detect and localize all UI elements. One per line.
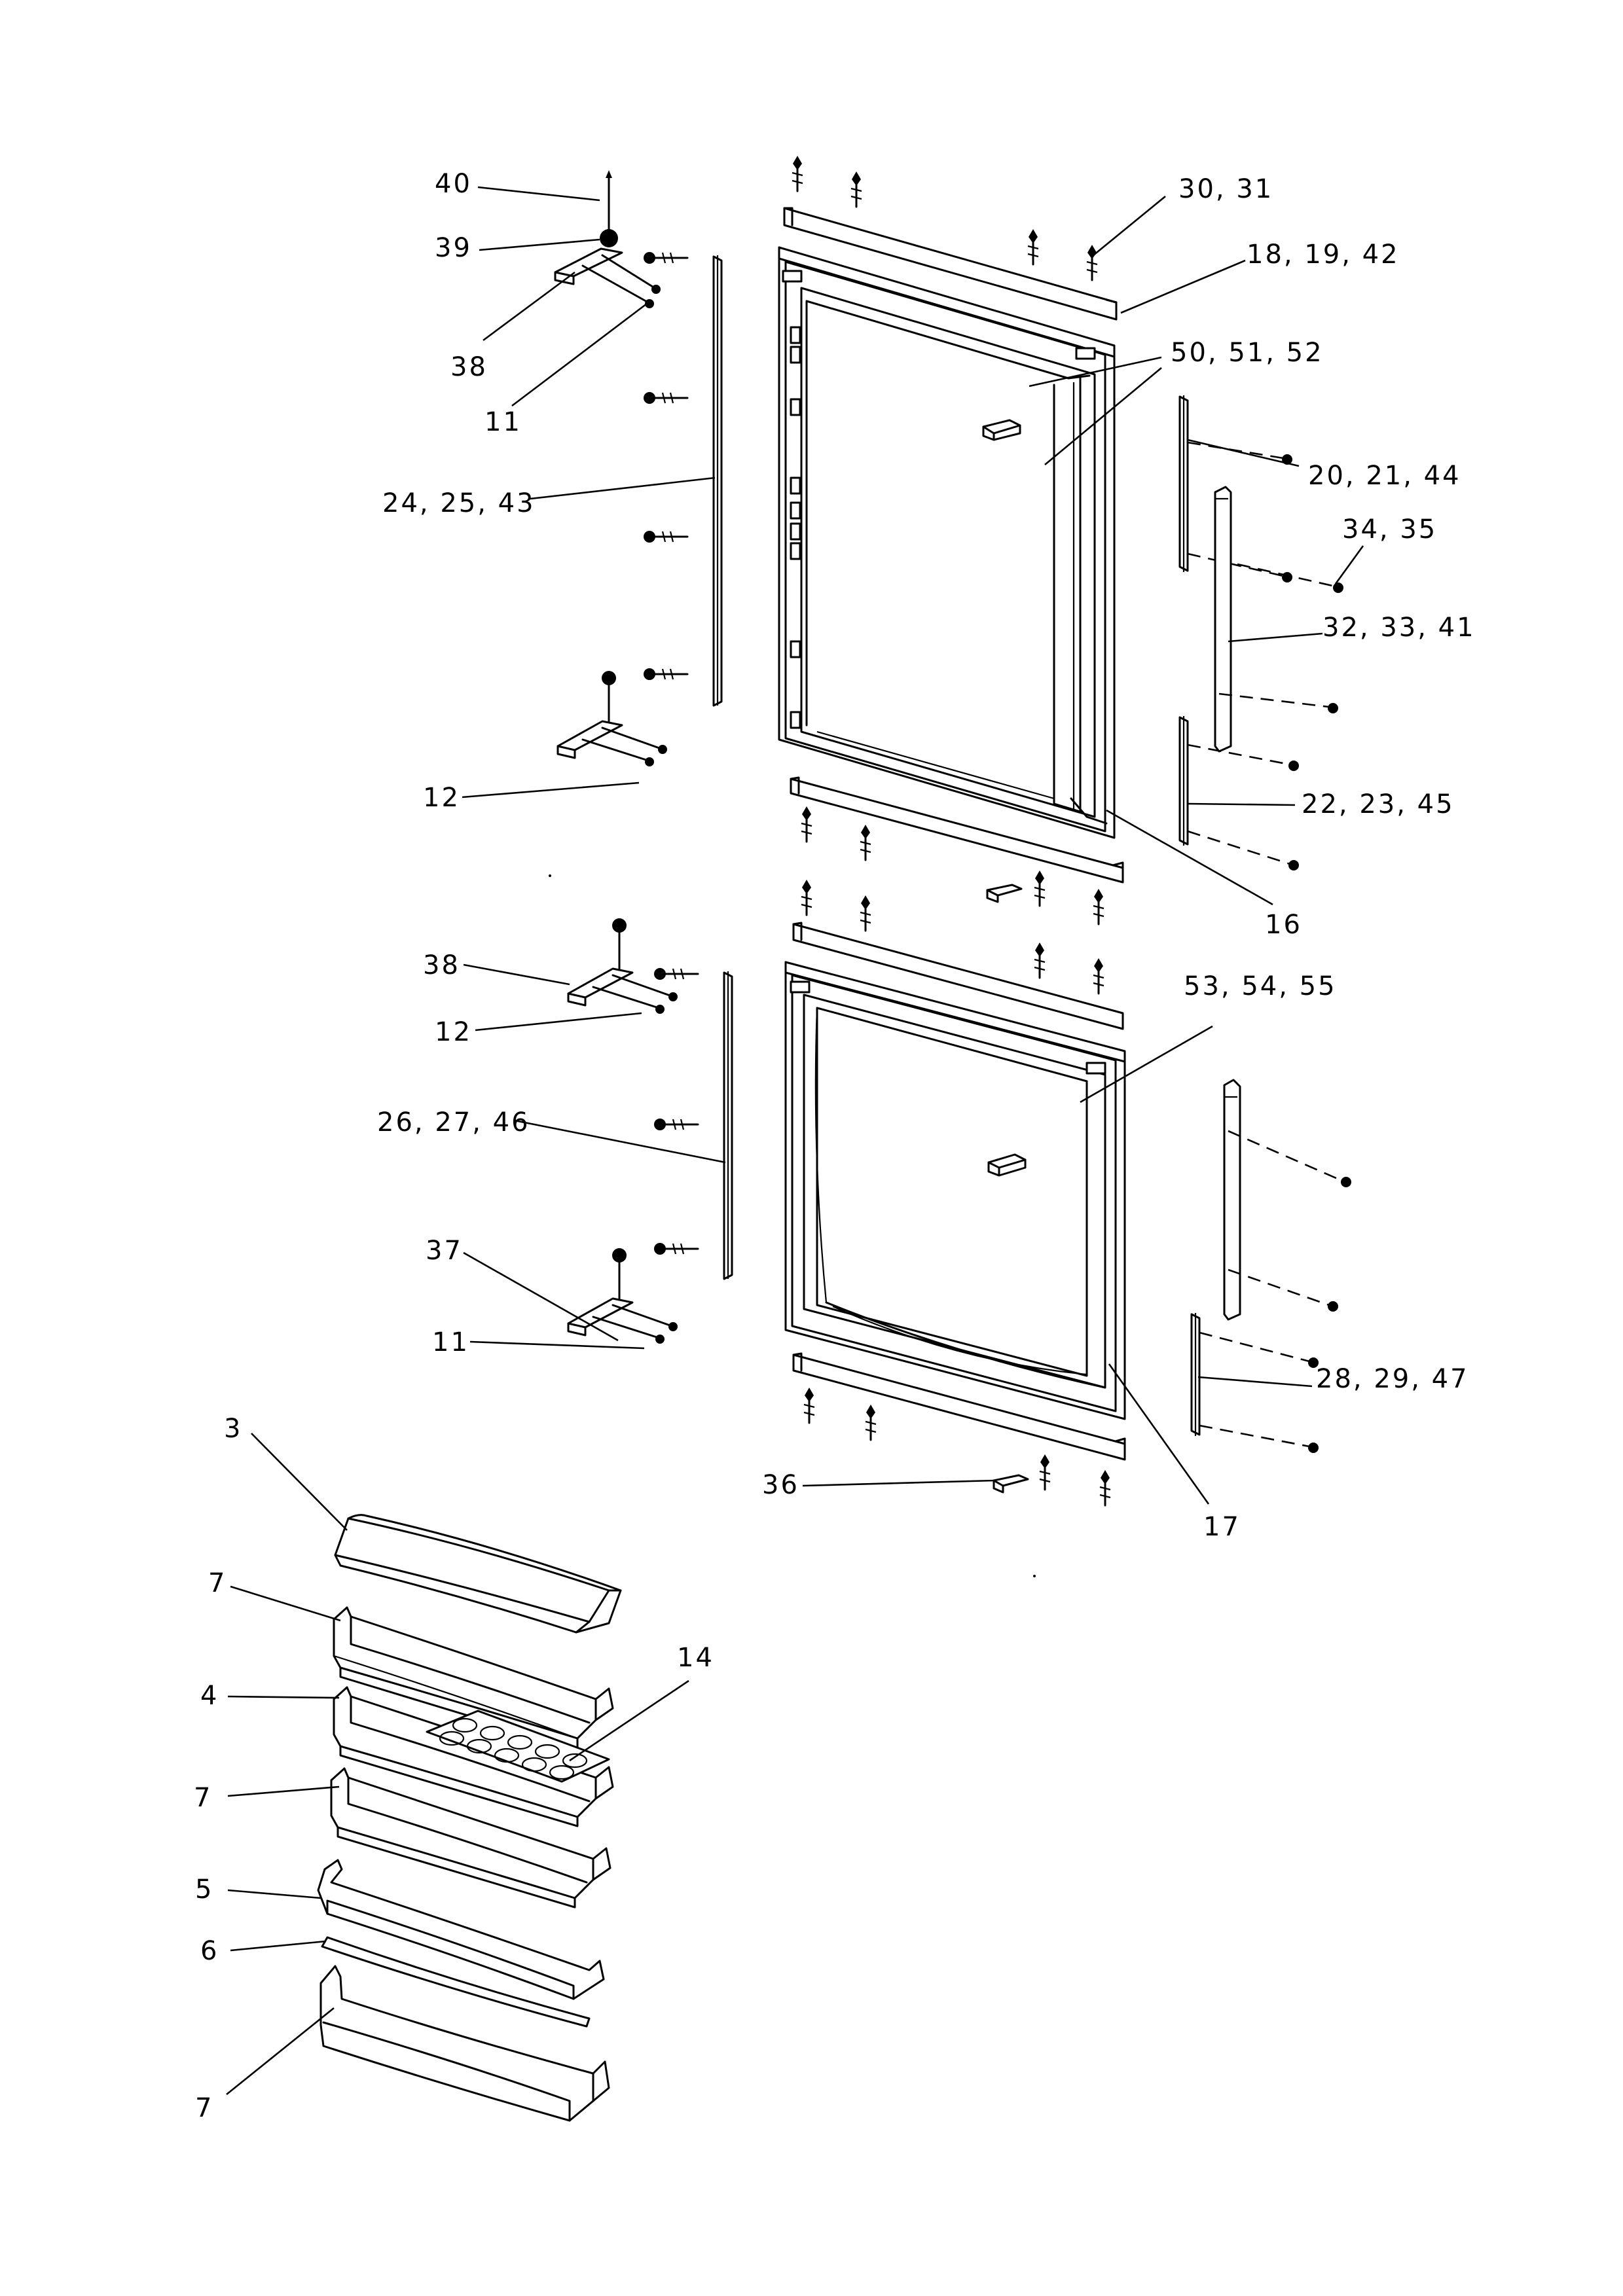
- callout-12-upper: 12: [423, 783, 460, 813]
- leader-lines: [226, 186, 1364, 2096]
- callout-36: 36: [762, 1470, 799, 1500]
- scan-specks: [549, 874, 1036, 1577]
- callout-38-upper: 38: [450, 352, 488, 382]
- lower-right-side-parts: [1190, 1079, 1351, 1453]
- lower-door-assembly: [567, 878, 1351, 1507]
- bin-bar-5: [317, 1859, 605, 2000]
- bin-4-with-egg-tray: [333, 1686, 614, 1827]
- callout-12-lower: 12: [435, 1017, 472, 1047]
- callout-6: 6: [200, 1936, 219, 1966]
- upper-door-bottom-rail: [790, 776, 1124, 925]
- callout-38-lower: 38: [423, 950, 460, 980]
- upper-left-hinge-strip: [642, 251, 723, 707]
- lower-left-hinge-strip: [653, 967, 733, 1280]
- lower-door-top-rail: [792, 878, 1124, 1030]
- callout-7-bottom: 7: [195, 2093, 213, 2123]
- callout-5: 5: [195, 1874, 213, 1905]
- upper-door-assembly: [554, 154, 1343, 925]
- callout-32-33-41: 32, 33, 41: [1322, 613, 1476, 643]
- bin-shelf-7-top: [333, 1606, 614, 1750]
- callout-14: 14: [677, 1643, 714, 1673]
- callout-40: 40: [435, 169, 472, 199]
- callout-16: 16: [1265, 910, 1302, 940]
- bin-shelf-7-bottom: [319, 1965, 610, 2122]
- callout-37: 37: [426, 1236, 463, 1266]
- callout-11-upper: 11: [484, 407, 522, 437]
- callout-28-29-47: 28, 29, 47: [1316, 1364, 1469, 1394]
- upper-door-top-rail: [783, 154, 1118, 321]
- callout-22-23-45: 22, 23, 45: [1302, 789, 1455, 819]
- callout-4: 4: [200, 1681, 219, 1711]
- callout-7-top: 7: [208, 1568, 227, 1598]
- callout-50-51-52: 50, 51, 52: [1171, 338, 1324, 368]
- callout-24-25-43: 24, 25, 43: [382, 488, 536, 518]
- upper-hinge-middle: [556, 670, 668, 768]
- upper-door-panel: [778, 246, 1116, 839]
- callout-17: 17: [1203, 1512, 1241, 1542]
- callout-3: 3: [224, 1414, 242, 1444]
- callout-53-54-55: 53, 54, 55: [1184, 971, 1337, 1001]
- callout-11-lower: 11: [432, 1327, 469, 1357]
- lower-hinge-top: [567, 917, 679, 1015]
- lower-hinge-bottom: [567, 1247, 679, 1345]
- callout-7-middle: 7: [194, 1783, 212, 1813]
- upper-hinge-top: [554, 170, 661, 308]
- lower-door-panel: [784, 961, 1126, 1420]
- callout-30-31: 30, 31: [1178, 174, 1273, 204]
- upper-right-side-parts: [1178, 395, 1343, 870]
- bin-shelf-7-middle: [330, 1767, 611, 1909]
- callout-26-27-46: 26, 27, 46: [377, 1107, 530, 1138]
- lower-door-bottom-rail: [792, 1352, 1126, 1507]
- callout-labels: 40 39 38 11 24, 25, 43 12 38 12 26, 27, …: [194, 169, 1476, 2123]
- callout-18-19-42: 18, 19, 42: [1247, 240, 1400, 270]
- bin-rod-6: [321, 1936, 591, 2028]
- callout-34-35: 34, 35: [1342, 514, 1437, 545]
- door-bins: [317, 1514, 622, 2122]
- bin-cover-3: [334, 1514, 622, 1634]
- callout-20-21-44: 20, 21, 44: [1308, 461, 1461, 491]
- callout-39: 39: [435, 233, 472, 263]
- egg-tray-cups: [439, 1717, 588, 1780]
